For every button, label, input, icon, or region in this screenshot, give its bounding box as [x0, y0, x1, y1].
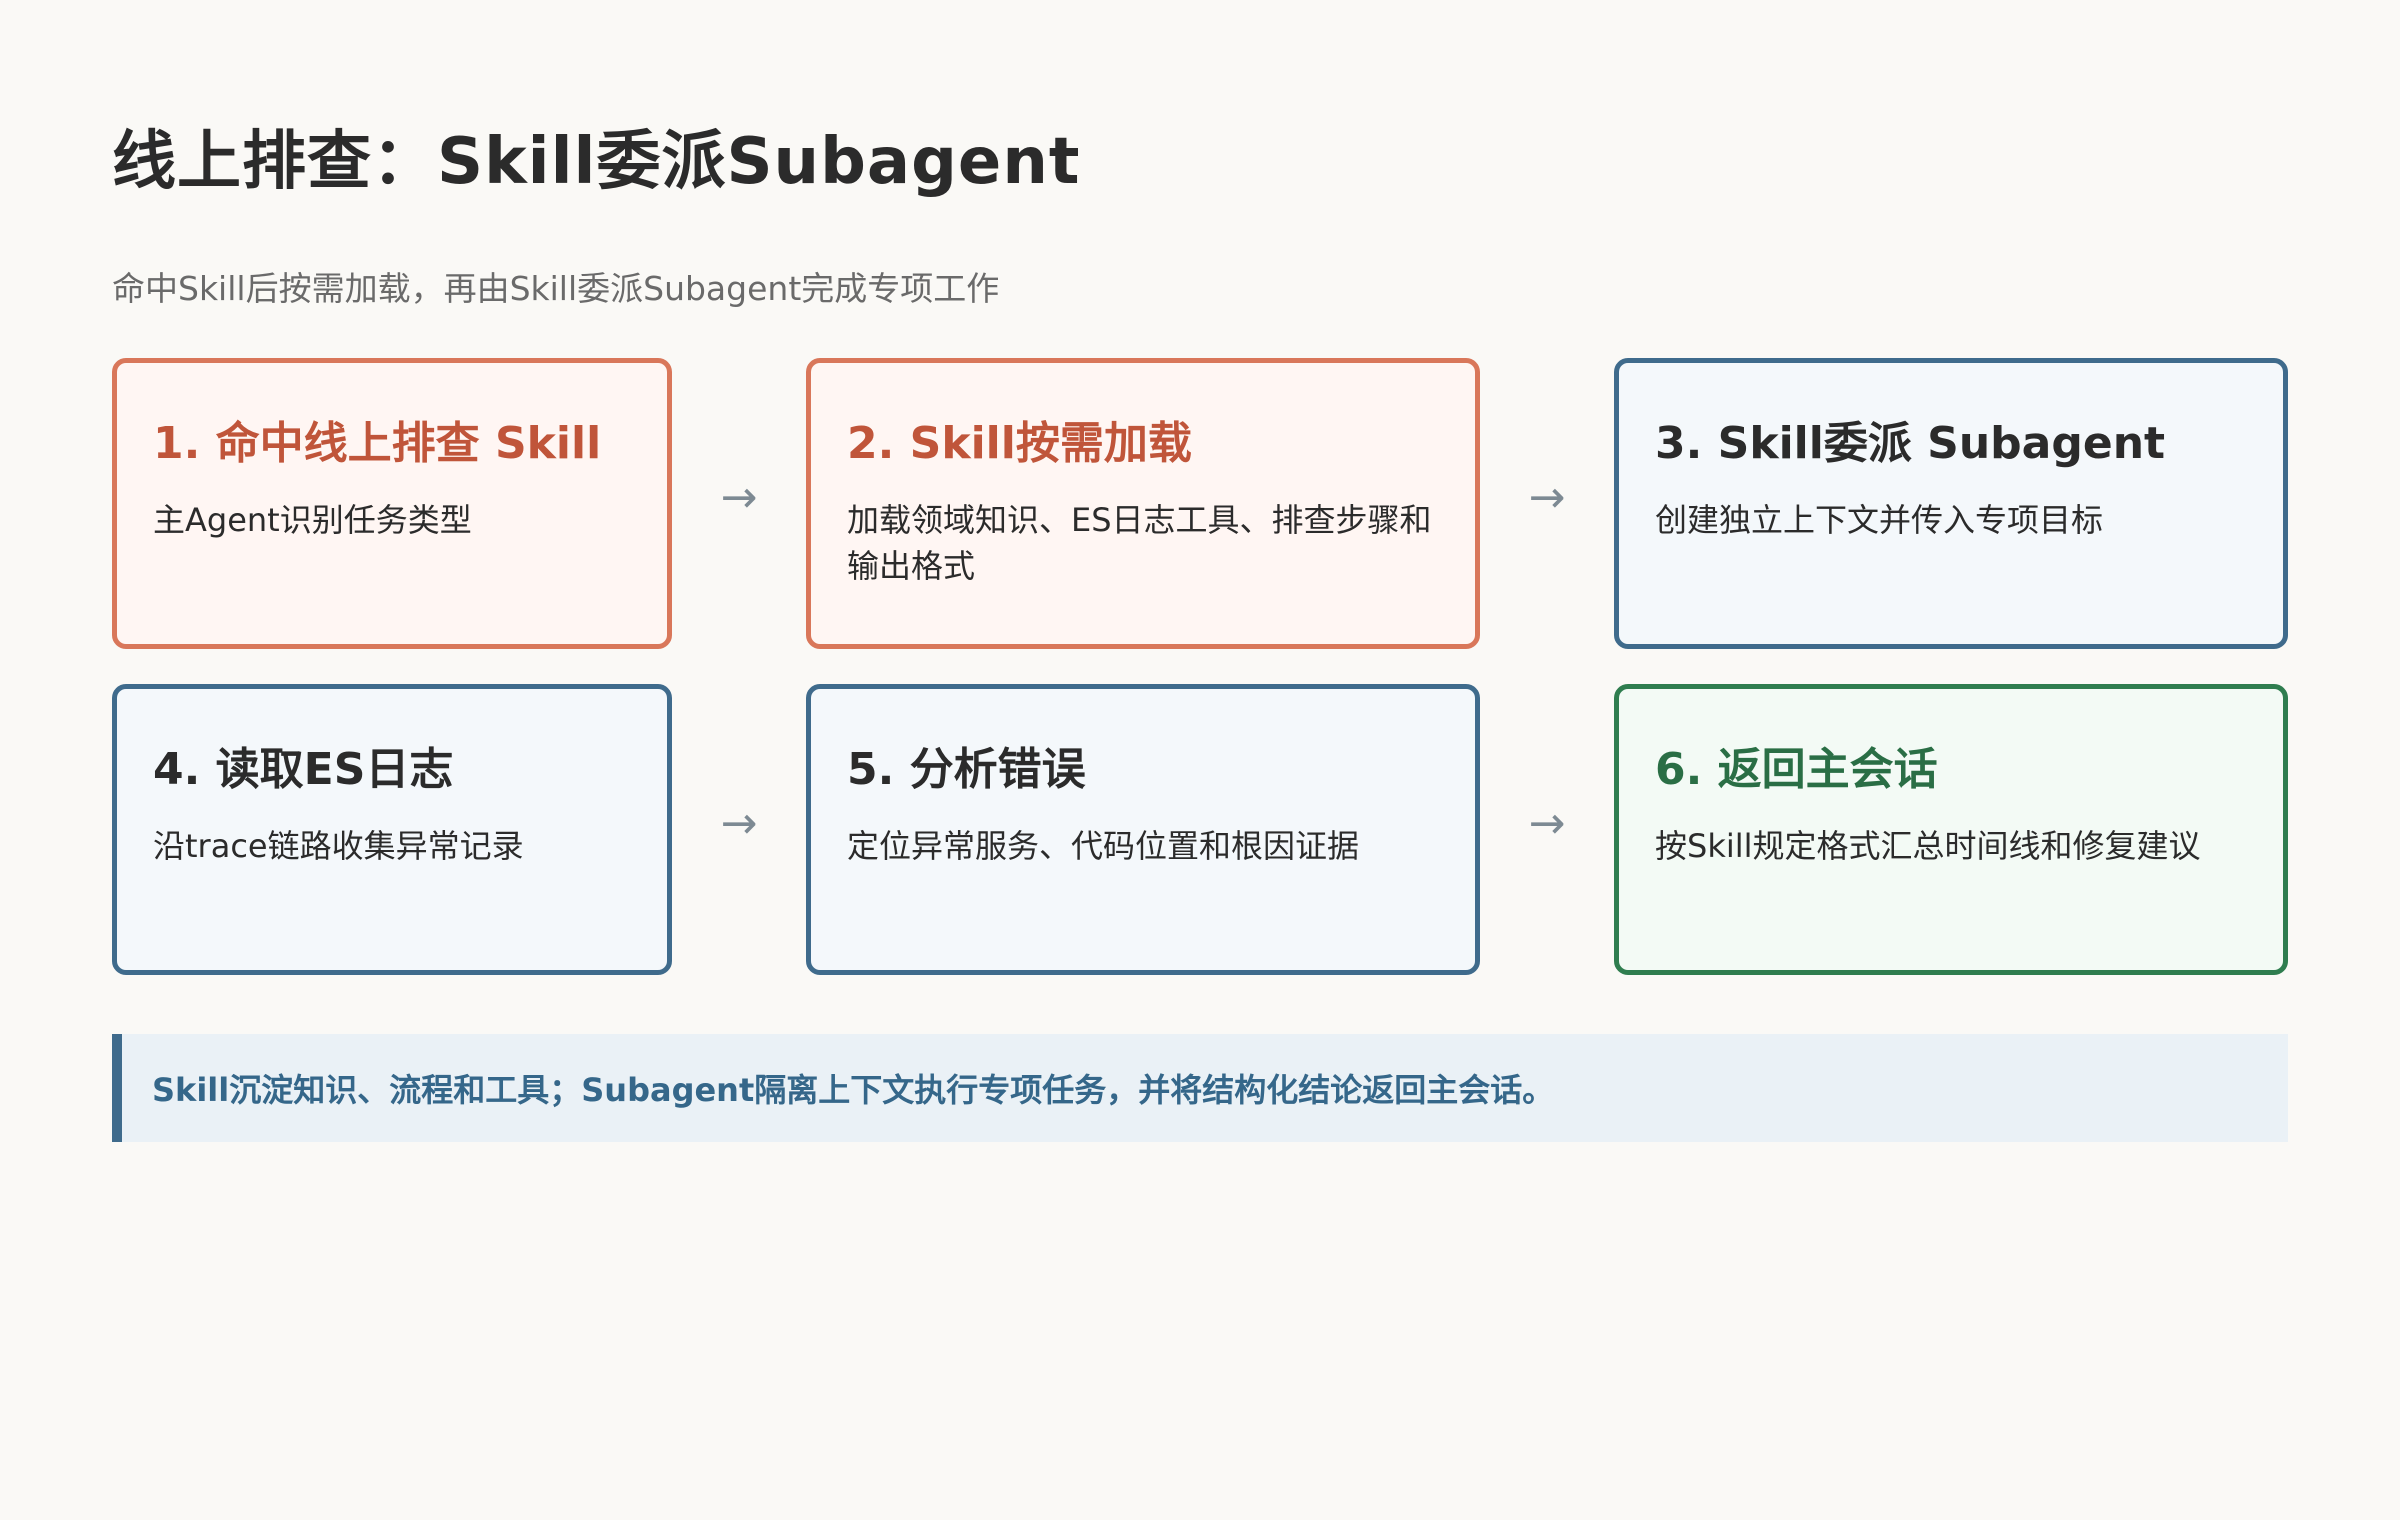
step-title: 1. 命中线上排查 Skill: [153, 418, 602, 469]
step-card-5: 5. 分析错误 定位异常服务、代码位置和根因证据: [806, 684, 1480, 975]
step-desc: 定位异常服务、代码位置和根因证据: [847, 827, 1360, 865]
arrow-right-icon: →: [720, 472, 758, 523]
step-desc: 创建独立上下文并传入专项目标: [1655, 501, 2104, 539]
flow-grid: 1. 命中线上排查 Skill 主Agent识别任务类型 → 2. Skill按…: [112, 358, 2288, 975]
step-card-3: 3. Skill委派 Subagent 创建独立上下文并传入专项目标: [1614, 358, 2288, 649]
step-desc: 主Agent识别任务类型: [153, 501, 472, 539]
step-title: 5. 分析错误: [847, 744, 1086, 795]
step-title: 3. Skill委派 Subagent: [1655, 418, 2166, 469]
step-title: 2. Skill按需加载: [847, 418, 1192, 469]
step-title: 4. 读取ES日志: [153, 744, 454, 795]
step-card-1: 1. 命中线上排查 Skill 主Agent识别任务类型: [112, 358, 672, 649]
arrow-right-icon: →: [720, 798, 758, 849]
step-desc: 按Skill规定格式汇总时间线和修复建议: [1655, 827, 2201, 865]
step-desc: 加载领域知识、ES日志工具、排查步骤和输出格式: [847, 501, 1432, 585]
step-card-4: 4. 读取ES日志 沿trace链路收集异常记录: [112, 684, 672, 975]
step-title: 6. 返回主会话: [1655, 744, 1938, 795]
summary-note: Skill沉淀知识、流程和工具；Subagent隔离上下文执行专项任务，并将结构…: [112, 1034, 2288, 1142]
step-card-6: 6. 返回主会话 按Skill规定格式汇总时间线和修复建议: [1614, 684, 2288, 975]
step-card-2: 2. Skill按需加载 加载领域知识、ES日志工具、排查步骤和输出格式: [806, 358, 1480, 649]
page-title: 线上排查：Skill委派Subagent: [112, 125, 1081, 199]
page-subtitle: 命中Skill后按需加载，再由Skill委派Subagent完成专项工作: [112, 269, 1000, 308]
arrow-right-icon: →: [1528, 798, 1566, 849]
arrow-right-icon: →: [1528, 472, 1566, 523]
step-desc: 沿trace链路收集异常记录: [153, 827, 524, 865]
